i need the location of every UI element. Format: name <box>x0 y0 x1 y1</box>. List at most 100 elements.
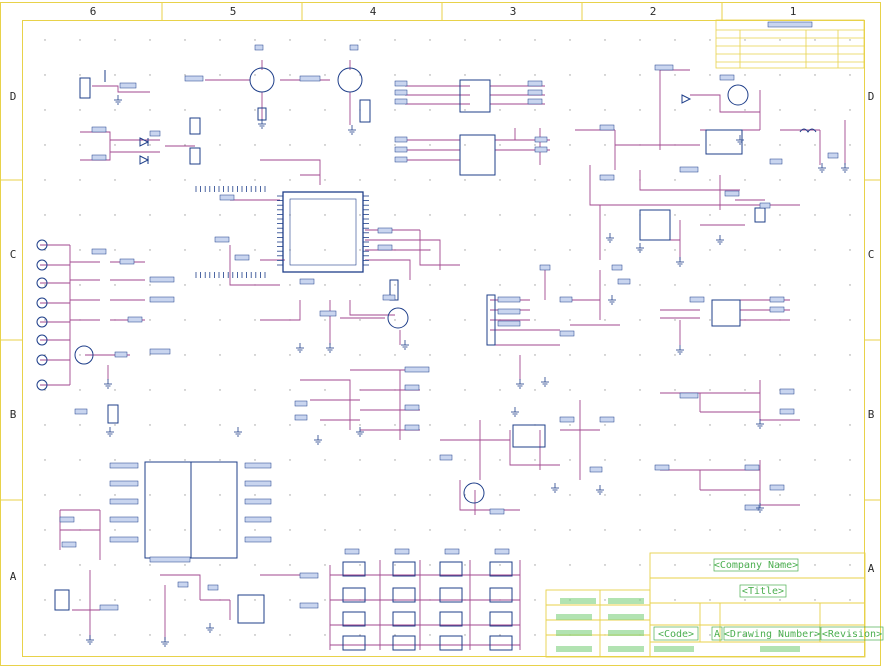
grid-dot <box>79 599 81 601</box>
grid-dot <box>149 179 151 181</box>
grid-dot <box>254 564 256 566</box>
grid-dot <box>289 284 291 286</box>
grid-dot <box>569 529 571 531</box>
grid-dot <box>779 74 781 76</box>
grid-dot <box>709 424 711 426</box>
grid-dot <box>499 39 501 41</box>
grid-dot <box>744 74 746 76</box>
net-label <box>91 248 107 255</box>
grid-dot <box>569 179 571 181</box>
grid-dot <box>569 319 571 321</box>
grid-dot <box>79 634 81 636</box>
grid-dot <box>814 74 816 76</box>
grid-dot <box>184 39 186 41</box>
net-label <box>559 296 573 303</box>
grid-dot <box>849 634 851 636</box>
ground-symbol <box>104 379 112 389</box>
grid-dot <box>254 249 256 251</box>
grid-dot <box>674 459 676 461</box>
title-block-text: <Company Name> <Title> <Code> A <Drawing… <box>556 558 884 652</box>
grid-dot <box>604 529 606 531</box>
grid-dot <box>744 564 746 566</box>
grid-dot <box>254 354 256 356</box>
grid-dot <box>44 634 46 636</box>
grid-dot <box>639 39 641 41</box>
grid-dot <box>289 634 291 636</box>
grid-dot <box>744 284 746 286</box>
grid-dot <box>814 284 816 286</box>
net-label <box>534 146 548 153</box>
grid-dot <box>394 144 396 146</box>
grid-dot <box>569 564 571 566</box>
grid-dot <box>44 214 46 216</box>
grid-dot <box>219 214 221 216</box>
grid-dot <box>534 319 536 321</box>
grid-dot <box>814 564 816 566</box>
net-label <box>769 296 785 303</box>
ground-symbol <box>106 427 114 437</box>
grid-dot <box>429 109 431 111</box>
grid-dot <box>534 634 536 636</box>
grid-dot <box>464 459 466 461</box>
grid-dot <box>394 109 396 111</box>
grid-dot <box>394 284 396 286</box>
ground-symbol <box>636 243 644 253</box>
grid-dot <box>464 564 466 566</box>
grid-dot <box>219 319 221 321</box>
grid-dot <box>184 634 186 636</box>
net-label <box>559 416 575 423</box>
net-label <box>599 416 615 423</box>
ground-symbol <box>348 125 356 135</box>
grid-dot <box>184 214 186 216</box>
net-label <box>214 236 230 243</box>
ground-symbol <box>161 637 169 647</box>
grid-dot <box>149 424 151 426</box>
grid-dot <box>219 179 221 181</box>
grid-dot <box>324 564 326 566</box>
grid-dot <box>534 284 536 286</box>
net-label <box>119 82 137 89</box>
grid-dot <box>639 389 641 391</box>
ic-u8 <box>237 594 265 624</box>
grid-dot <box>429 74 431 76</box>
grid-dot <box>324 284 326 286</box>
zone-row-d-left: D <box>10 90 17 103</box>
zone-col-4: 4 <box>370 5 377 18</box>
net-label <box>611 264 623 271</box>
grid-dot <box>814 144 816 146</box>
ground-symbol <box>234 427 242 437</box>
ground-symbol <box>818 163 826 173</box>
net-label <box>394 98 408 105</box>
grid-dot <box>569 354 571 356</box>
grid-dot <box>324 354 326 356</box>
ground-symbol <box>356 427 364 437</box>
ic-u3 <box>459 134 496 176</box>
company-name: <Company Name> <box>714 560 798 571</box>
net-label <box>394 80 408 87</box>
grid-dot <box>674 214 676 216</box>
grid-dot <box>639 354 641 356</box>
grid-dot <box>184 494 186 496</box>
grid-dot <box>219 74 221 76</box>
grid-dot <box>324 494 326 496</box>
grid-dot <box>324 599 326 601</box>
grid-dot <box>184 529 186 531</box>
grid-dot <box>184 459 186 461</box>
net-label <box>527 98 543 105</box>
grid-dot <box>324 249 326 251</box>
connector-j2 <box>359 99 371 123</box>
grid-dot <box>744 354 746 356</box>
grid-dot <box>149 529 151 531</box>
grid-dot <box>464 634 466 636</box>
grid-dot <box>779 354 781 356</box>
grid-dot <box>534 389 536 391</box>
grid-dot <box>849 529 851 531</box>
grid-dot <box>604 424 606 426</box>
grid-dot <box>429 494 431 496</box>
grid-dot <box>464 109 466 111</box>
net-label <box>527 80 543 87</box>
grid-dot <box>779 494 781 496</box>
ground-symbol <box>401 340 409 350</box>
ground-symbol <box>608 295 616 305</box>
grid-dot <box>814 214 816 216</box>
